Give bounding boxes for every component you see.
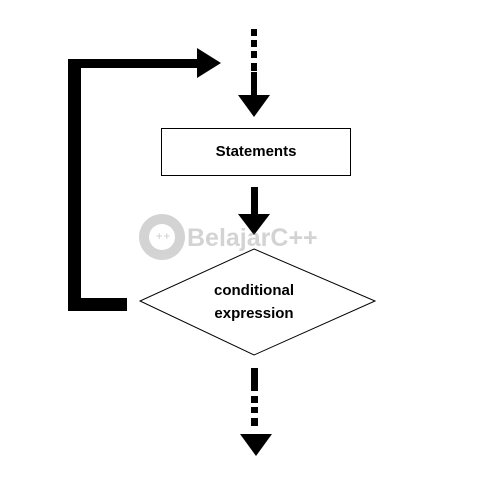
statements-to-condition-arrowhead <box>238 214 270 235</box>
condition-label-line1: conditional <box>214 282 294 299</box>
outgoing-arrowhead <box>240 434 272 456</box>
condition-label-line2: expression <box>214 305 294 322</box>
statements-label: Statements <box>215 143 297 160</box>
incoming-arrowhead <box>238 95 270 117</box>
condition-label: conditional expression <box>190 279 318 325</box>
statements-box <box>161 128 351 176</box>
statements-to-condition-line <box>251 187 258 217</box>
outgoing-dashed-line <box>251 368 258 426</box>
loop-back-arrowhead <box>197 48 221 78</box>
loop-back-line <box>68 59 198 311</box>
incoming-dashed-line <box>251 29 257 96</box>
condition-diamond <box>138 248 377 356</box>
